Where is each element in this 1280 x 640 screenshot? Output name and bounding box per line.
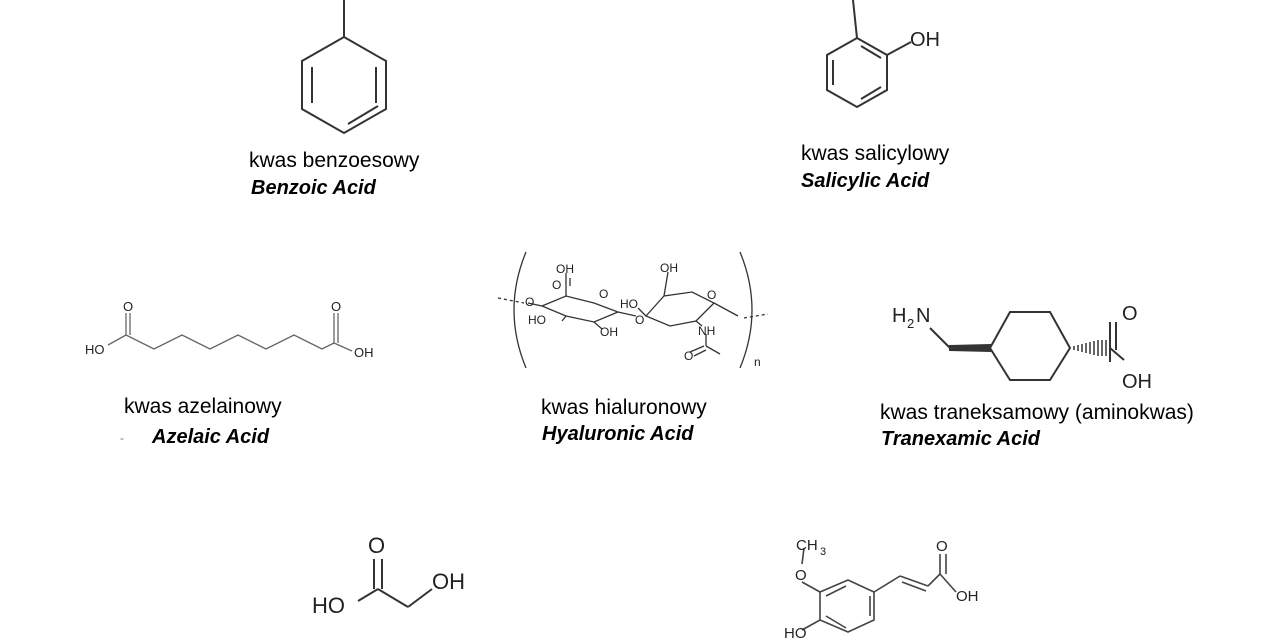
bottom-right-carbonyl-o: O [936, 538, 948, 555]
hyaluronic-cooh-oh: OH [556, 262, 574, 276]
azelaic-acid-polish-name: kwas azelainowy [124, 395, 282, 418]
benzoic-acid-polish-name: kwas benzoesowy [249, 149, 420, 172]
hyaluronic-ring1-o: O [599, 287, 608, 301]
hyaluronic-ch2oh: OH [660, 261, 678, 275]
stray-dash: - [120, 431, 124, 445]
salicylic-oh-label: OH [910, 29, 940, 51]
hyaluronic-nh: NH [698, 324, 715, 338]
hyaluronic-link-o-left: O [525, 295, 534, 309]
hyaluronic-oh-bottom: OH [600, 325, 618, 339]
salicylic-acid-polish-name: kwas salicylowy [801, 142, 950, 165]
bottom-right-acid-structure: CH 3 O O OH HO [784, 537, 979, 640]
bottom-right-phenol-ho: HO [784, 625, 807, 640]
tranexamic-acid-structure: H 2 N O OH [892, 303, 1152, 393]
benzoic-acid-english-name: Benzoic Acid [251, 177, 376, 199]
bottom-right-acid-oh: OH [956, 588, 979, 605]
bottom-right-ether-o: O [795, 567, 807, 584]
bottom-left-oh: OH [432, 569, 465, 594]
hyaluronic-acetyl-o: O [684, 349, 693, 363]
hyaluronic-acid-english-name: Hyaluronic Acid [542, 423, 694, 445]
azelaic-acid-english-name: Azelaic Acid [152, 426, 270, 448]
hyaluronic-cooh-o: O [552, 278, 561, 292]
salicylic-acid-english-name: Salicylic Acid [801, 170, 930, 192]
tranexamic-amine-h: H [892, 305, 906, 327]
hyaluronic-repeat-n: n [754, 355, 761, 369]
hyaluronic-ring2-o: O [707, 288, 716, 302]
azelaic-right-oh: OH [354, 345, 374, 360]
azelaic-acid-structure: O O HO OH [85, 299, 374, 360]
bottom-left-ho: HO [312, 593, 345, 618]
tranexamic-acid-english-name: Tranexamic Acid [881, 428, 1040, 450]
benzoic-acid-structure [301, 0, 387, 135]
azelaic-right-o: O [331, 299, 341, 314]
bottom-left-carbonyl-o: O [368, 533, 385, 558]
azelaic-left-o: O [123, 299, 133, 314]
tranexamic-amine-n: N [916, 305, 930, 327]
salicylic-acid-structure: OH [826, 0, 940, 109]
bottom-right-methyl-c: CH [796, 537, 818, 554]
hyaluronic-acid-polish-name: kwas hialuronowy [541, 396, 707, 419]
hyaluronic-link-o-mid: O [635, 313, 644, 327]
tranexamic-hydroxyl: OH [1122, 371, 1152, 393]
tranexamic-acid-polish-name: kwas traneksamowy (aminokwas) [880, 401, 1194, 424]
tranexamic-amine-sub: 2 [907, 316, 914, 331]
hyaluronic-acid-structure: OH O O O HO OH O HO OH O NH O n [497, 251, 769, 369]
azelaic-left-ho: HO [85, 342, 105, 357]
bottom-right-methyl-sub: 3 [820, 546, 826, 558]
tranexamic-carbonyl-o: O [1122, 303, 1138, 325]
bottom-left-acid-structure: O HO OH [312, 533, 465, 618]
hyaluronic-ho-mid: HO [620, 297, 638, 311]
hyaluronic-ho-left: HO [528, 313, 546, 327]
